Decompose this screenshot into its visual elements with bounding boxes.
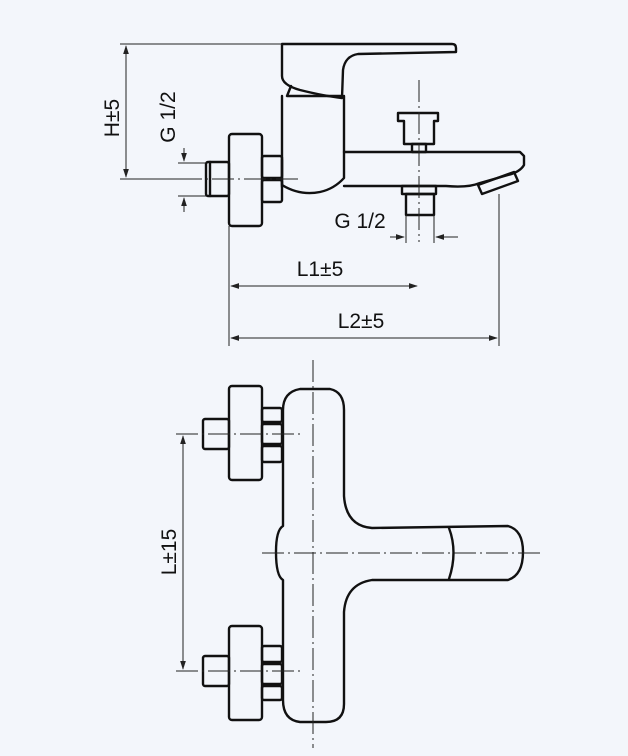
top-view: L±15	[158, 360, 540, 748]
handle-neck	[285, 84, 344, 98]
spout	[342, 150, 526, 188]
top-nut-upper-1	[260, 406, 284, 424]
top-nut-upper-3	[260, 444, 284, 464]
top-lever-seam	[447, 526, 455, 581]
top-nut-lower-2	[260, 662, 284, 686]
diverter-knob	[396, 111, 440, 146]
rosette	[227, 132, 264, 228]
hex-nut-lower	[260, 178, 284, 204]
top-rosette-upper	[227, 384, 264, 482]
mixer-body	[280, 94, 346, 195]
top-nut-lower-1	[260, 644, 284, 664]
g-left-label: G 1/2	[157, 91, 180, 142]
top-rosette-lower	[227, 624, 264, 722]
side-view: H±5 G 1/2 G 1/2 L1±5 L2±5	[101, 42, 526, 346]
lever-handle	[280, 42, 458, 100]
spout-nozzle	[476, 170, 520, 196]
l2-dimension-label: L2±5	[338, 310, 385, 333]
h-dimension-label: H±5	[101, 99, 124, 137]
bottom-outlet-thread	[404, 192, 436, 217]
hex-nut-upper	[260, 154, 284, 180]
top-body	[274, 387, 525, 724]
g-bottom-label: G 1/2	[334, 210, 385, 233]
l-dimension-label: L±15	[158, 529, 181, 576]
top-nut-lower-3	[260, 684, 284, 702]
l1-dimension-label: L1±5	[297, 258, 344, 281]
